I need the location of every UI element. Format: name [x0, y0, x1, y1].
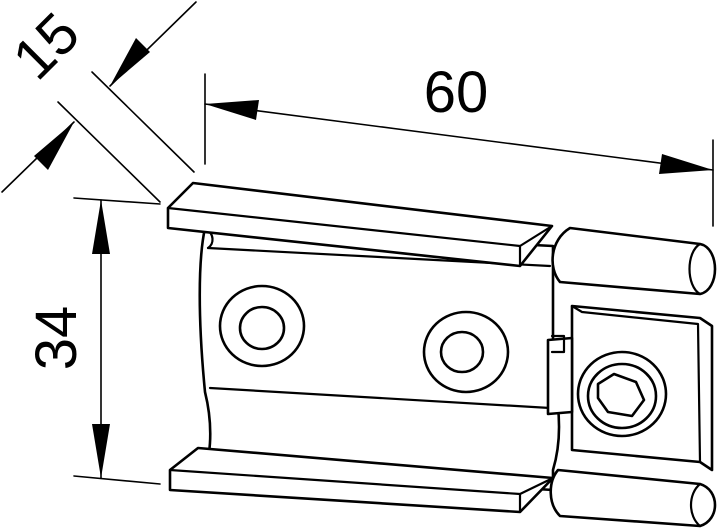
length-label: 60 — [424, 60, 489, 125]
middle-hole — [422, 310, 510, 394]
hex-socket — [596, 372, 646, 418]
upper-tube-end — [688, 242, 702, 296]
clamp-tab — [546, 336, 574, 416]
dimension-depth: 15 — [0, 0, 197, 203]
length-arrow-right — [659, 154, 713, 174]
clamp-tab-step — [550, 334, 566, 354]
clamp-part — [166, 181, 717, 528]
height-arrow-top — [92, 200, 110, 254]
height-extension-top — [73, 197, 161, 205]
height-arrow-bottom — [92, 424, 110, 478]
top-flange — [166, 181, 554, 268]
clamp-block-inner — [570, 304, 702, 464]
lower-groove — [208, 386, 552, 410]
lower-tube — [549, 468, 717, 528]
depth-arrow-upper — [110, 38, 150, 86]
body-plate — [198, 226, 561, 492]
dimension-height: 34 — [24, 197, 161, 485]
bottom-flange — [168, 446, 555, 514]
socket-screw — [576, 350, 668, 438]
length-dimension-line — [204, 103, 714, 171]
height-extension-bottom — [73, 475, 161, 485]
lower-tube-end — [689, 482, 702, 528]
height-label: 34 — [24, 306, 89, 371]
length-arrow-left — [205, 100, 259, 120]
depth-label: 15 — [0, 0, 92, 92]
depth-extension-lower — [57, 101, 161, 203]
depth-arrow-lower — [34, 122, 74, 170]
left-hole — [218, 284, 306, 368]
dimension-length: 60 — [204, 60, 714, 227]
depth-extension-upper — [91, 71, 195, 173]
